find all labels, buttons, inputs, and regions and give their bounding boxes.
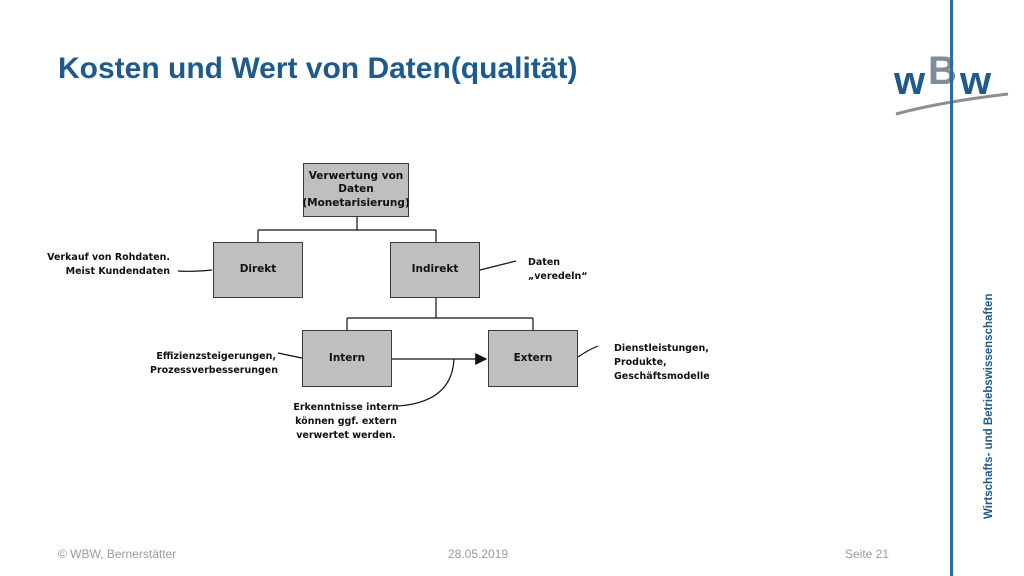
extern-box: Extern: [488, 330, 578, 387]
intern-box: Intern: [302, 330, 392, 387]
footer-page-number: Seite 21: [845, 547, 890, 561]
footer-copyright: © WBW, Bernerstätter: [58, 547, 177, 561]
note-extern: Dienstleistungen, Produkte, Geschäftsmod…: [614, 343, 710, 382]
indirekt-box: Indirekt: [390, 242, 480, 298]
note-transfer: Erkenntnisse intern können ggf. extern v…: [293, 402, 399, 441]
direkt-box: Direkt: [213, 242, 303, 298]
root-box: Verwertung von Daten (Monetarisierung): [302, 163, 410, 217]
slide-title: Kosten und Wert von Daten(qualität): [58, 52, 578, 85]
note-direkt: Verkauf von Rohdaten. Meist Kundendaten: [47, 252, 170, 277]
note-intern: Effizienzsteigerungen, Prozessverbesseru…: [150, 351, 278, 376]
note-indirekt: Daten „veredeln“: [528, 257, 588, 282]
vertical-divider: [950, 0, 953, 576]
logo-w-left: w: [893, 59, 926, 103]
footer-date: 28.05.2019: [448, 547, 509, 561]
